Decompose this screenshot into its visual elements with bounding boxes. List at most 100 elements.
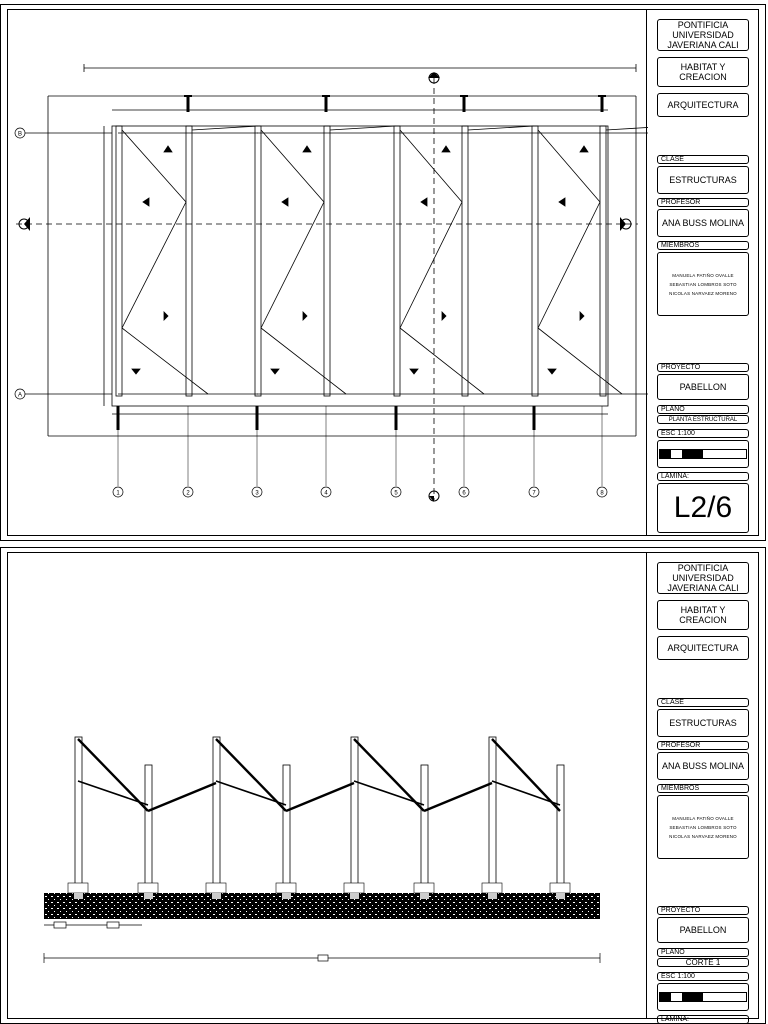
footing [413,882,435,894]
brace [260,129,325,203]
brace [399,201,463,329]
escala-tag-2: ESC 1:100 [657,972,749,981]
clase-tag-2: CLASE [657,698,749,707]
brace [399,129,463,203]
column-strip [531,125,539,397]
profesor-box: ANA BUSS MOLINA [657,209,749,237]
footing-base [488,893,497,899]
escala-tag: ESC 1:100 [657,429,749,438]
column-strip [115,125,123,397]
footing-base [350,893,359,899]
miembros-box-2: MANUELA PATIÑO OVALLE SEBASTIAN LOMBROS … [657,795,749,859]
footing [549,882,571,894]
column [74,736,83,894]
bay [393,125,535,397]
grid-label: 1 [116,491,120,497]
proyecto-box: PABELLON [657,374,749,400]
footing-base [74,893,83,899]
column-strip [599,125,607,397]
arrow-right-icon [302,311,308,321]
grid-label: 5 [394,491,398,497]
grid-bubble [596,486,608,498]
column [144,764,153,894]
profesor-tag-2: PROFESOR [657,741,749,750]
plano-tag-2: PLANO [657,948,749,957]
arrow-down-icon [547,368,557,375]
brace [121,201,187,329]
program-box: HABITAT Y CREACION [657,57,749,87]
grid-bubble [390,486,402,498]
miembros-box: MANUELA PATIÑO OVALLE SEBASTIAN LOMBROS … [657,252,749,316]
footing [343,882,365,894]
brace [537,327,623,395]
brace [399,327,485,395]
brace [121,129,187,203]
bay [531,125,648,397]
profesor-tag: PROFESOR [657,198,749,207]
bay [115,125,259,397]
footing-base [420,893,429,899]
drawing-frame-2 [7,552,759,1019]
scale-bar-box-2 [657,983,749,1011]
column [488,736,497,894]
column [282,764,291,894]
grid-bubble [112,486,124,498]
brace [537,129,601,203]
school-box: ARQUITECTURA [657,93,749,117]
footing [137,882,159,894]
grid-label: 2 [186,491,190,497]
footing [67,882,89,894]
grid-label: B [18,132,22,138]
clase-tag: CLASE [657,155,749,164]
university-box: PONTIFICIA UNIVERSIDAD JAVERIANA CALI [657,19,749,51]
bay [254,125,397,397]
arrow-up-icon [163,145,173,153]
roof-lower-chord [77,780,561,806]
lamina-tag-2: LAMINA: [657,1015,749,1024]
footing [275,882,297,894]
arrow-down-icon [409,368,419,375]
footing-base [212,893,221,899]
clase-box: ESTRUCTURAS [657,166,749,194]
grid-label: A [18,393,22,399]
beam [191,125,259,131]
brace [260,327,347,395]
column [350,736,359,894]
brace [537,201,601,329]
grid-label: 7 [532,491,536,497]
column-strip [323,125,331,397]
column [420,764,429,894]
arrow-right-icon [579,311,585,321]
plano-tag: PLANO [657,405,749,414]
member-3: NICOLAS NARVAEZ MORENO [669,290,737,296]
arrow-left-icon [281,197,289,207]
footing-base [282,893,291,899]
member-1: MANUELA PATIÑO OVALLE [672,815,734,821]
grid-label: 8 [600,491,604,497]
column-strip [393,125,401,397]
arrow-right-icon [163,311,169,321]
member-2: SEBASTIAN LOMBROS SOTO [669,824,737,830]
column-strip [461,125,469,397]
beam [605,127,648,131]
member-2: SEBASTIAN LOMBROS SOTO [669,281,737,287]
grid-bubble [14,388,26,400]
plano-name-2: CORTE 1 [657,958,749,967]
school-box-2: ARQUITECTURA [657,636,749,660]
clase-box-2: ESTRUCTURAS [657,709,749,737]
lamina-tag: LAMINA: [657,472,749,481]
grid-bubble [14,127,26,139]
miembros-tag-2: MIEMBROS [657,784,749,793]
arrow-left-icon [420,197,428,207]
title-block: PONTIFICIA UNIVERSIDAD JAVERIANA CALI HA… [646,9,759,536]
footing-base [556,893,565,899]
sheet-corte: PONTIFICIA UNIVERSIDAD JAVERIANA CALI HA… [0,547,766,1024]
member-3: NICOLAS NARVAEZ MORENO [669,833,737,839]
grid-label: 6 [462,491,466,497]
beam [467,125,535,131]
profesor-box-2: ANA BUSS MOLINA [657,752,749,780]
proyecto-box-2: PABELLON [657,917,749,943]
brace [260,201,325,329]
